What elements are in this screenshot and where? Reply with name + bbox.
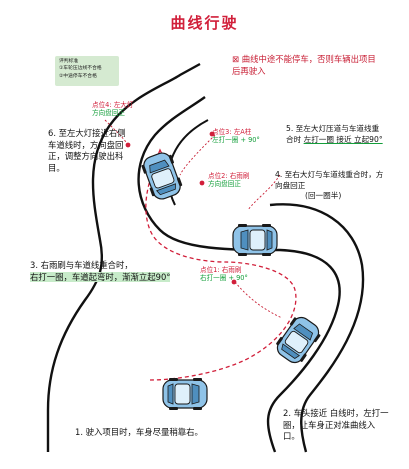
warning-note: ⊠ 曲线中途不能停车，否则车辆出项目后再驶入 xyxy=(232,54,382,77)
road-edge-right xyxy=(269,203,365,453)
warning-text: 曲线中途不能停车，否则车辆出项目后再驶入 xyxy=(232,54,376,76)
step-1-note: 1. 驶入项目时，车身尽量稍靠右。 xyxy=(75,427,203,437)
point-label-2: 点位2: 右雨刷 方向盘回正 xyxy=(208,172,250,189)
criteria-item-2: ②中途停车不合格 xyxy=(59,73,97,79)
point-label-3: 点位3: 左A柱 左打一圈 + 90° xyxy=(212,128,260,145)
criteria-heading: 评判标准 xyxy=(59,59,79,64)
marker-dot xyxy=(209,131,215,137)
guide-line-3 xyxy=(247,174,281,211)
step-6-note: 6. 至左大灯接近右侧车道线时，方向盘回正，调整方向驶出科目。 xyxy=(48,128,126,173)
point-label-4: 点位4: 左大灯 方向盘回正 xyxy=(92,101,134,118)
marker-dot xyxy=(231,279,237,285)
car-1-icon xyxy=(162,377,208,411)
car-4-icon xyxy=(138,149,186,203)
marker-dot xyxy=(199,180,205,186)
page-title: 曲线行驶 xyxy=(170,14,239,32)
step-4-note: 4. 至右大灯与车道线重合时，方向盘回正 (回一圈半) xyxy=(275,170,384,200)
guide-line-4 xyxy=(234,281,283,319)
step-5-note: 5. 至左大灯压道与车道线重合时 左打一圈 接近 立起90° xyxy=(286,124,383,144)
marker-dot xyxy=(125,142,131,148)
road-edge-inner xyxy=(137,96,341,453)
step-2-note: 2. 车头接近 白线时，左打一圈，让车身正对准曲线入口。 xyxy=(283,408,389,441)
car-2-icon xyxy=(271,312,325,368)
point-label-1: 点位1: 右雨刷 右打一圈 + 90° xyxy=(200,266,248,283)
driving-path xyxy=(145,154,297,381)
road-edge-outer xyxy=(46,62,201,452)
car-3-icon xyxy=(232,223,278,257)
criteria-item-1: ①车轮压边线不合格 xyxy=(59,66,102,72)
step-3-note: 3. 右雨刷与车道线重合时， 右打一圈，车道起弯时，渐渐立起90° xyxy=(30,260,171,282)
guide-line-2 xyxy=(179,134,216,176)
warning-mark-icon: ⊠ xyxy=(232,54,240,64)
criteria-box: 评判标准 ①车轮压边线不合格 ②中途停车不合格 xyxy=(55,56,119,86)
